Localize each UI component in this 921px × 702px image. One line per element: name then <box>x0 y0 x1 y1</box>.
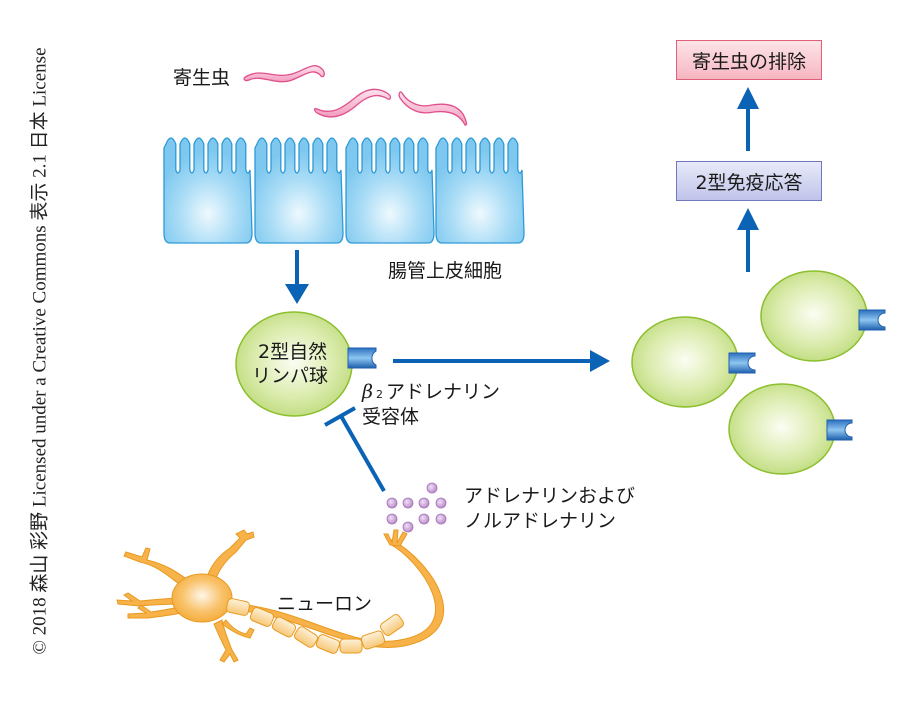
myelin-segment <box>271 616 297 638</box>
arrow-ilc2-to-expansion <box>393 350 610 372</box>
neurotransmitter-vesicles <box>386 482 447 533</box>
ilc2-label-line1: 2型自然 <box>258 341 328 363</box>
myelin-segment <box>226 598 250 616</box>
neurotransmitters-label-line2: ノルアドレナリン <box>464 510 617 532</box>
expanded-ilc2-cells <box>631 270 886 475</box>
myelin-segment <box>315 634 341 654</box>
receptor-label-subscript: 2 <box>375 388 383 401</box>
myelin-segment <box>380 614 404 636</box>
arrow-immune-response-to-expulsion <box>737 87 759 151</box>
vesicle <box>386 497 398 509</box>
epithelial-cells-label: 腸管上皮細胞 <box>388 260 503 282</box>
myelin-segment <box>249 607 275 627</box>
parasite-label: 寄生虫 <box>173 67 231 89</box>
myelin-sheath <box>226 598 404 654</box>
receptor-label-greek: β <box>362 381 373 403</box>
myelin-segment <box>339 638 363 654</box>
epithelial-cell <box>163 137 253 244</box>
vesicle <box>402 521 414 533</box>
ilc2-cell <box>631 316 756 408</box>
vesicle <box>402 497 414 509</box>
beta2-receptor-icon <box>728 352 756 374</box>
vesicle <box>426 482 438 494</box>
ilc2-cell <box>760 270 886 362</box>
inhibition-line <box>324 406 386 492</box>
vesicle <box>435 513 447 525</box>
parasite-worm <box>243 65 325 83</box>
ilc2-cell <box>728 383 853 475</box>
parasite-expulsion-box: 寄生虫の排除 <box>676 40 822 80</box>
vesicle <box>418 497 430 509</box>
type2-immune-response-box: 2型免疫応答 <box>676 161 822 201</box>
epithelial-cell <box>254 137 344 244</box>
parasite-worm <box>313 88 392 118</box>
myelin-segment <box>360 630 386 650</box>
beta2-receptor-icon <box>826 419 853 441</box>
arrow-epithelium-to-ilc2 <box>285 250 309 304</box>
myelin-segment <box>293 626 319 648</box>
neuron-soma <box>171 573 233 623</box>
vesicle <box>418 513 430 525</box>
ilc2-label-line2: リンパ球 <box>252 365 329 387</box>
parasites <box>243 65 468 126</box>
receptor-label-rest: アドレナリン <box>385 381 500 403</box>
neurotransmitters-label-line1: アドレナリンおよび <box>464 485 636 507</box>
neuron-label: ニューロン <box>277 593 373 615</box>
epithelial-cells <box>163 137 525 244</box>
beta2-receptor-icon <box>858 309 886 331</box>
arrow-expansion-to-immune-response <box>737 208 759 272</box>
vesicle <box>435 497 447 509</box>
beta2-receptor-icon <box>347 347 377 369</box>
epithelial-cell <box>435 137 525 244</box>
parasite-worm <box>398 91 468 126</box>
vesicle <box>386 513 398 525</box>
neuron <box>116 529 445 663</box>
receptor-label-line2: 受容体 <box>362 406 420 428</box>
epithelial-cell <box>345 137 435 244</box>
